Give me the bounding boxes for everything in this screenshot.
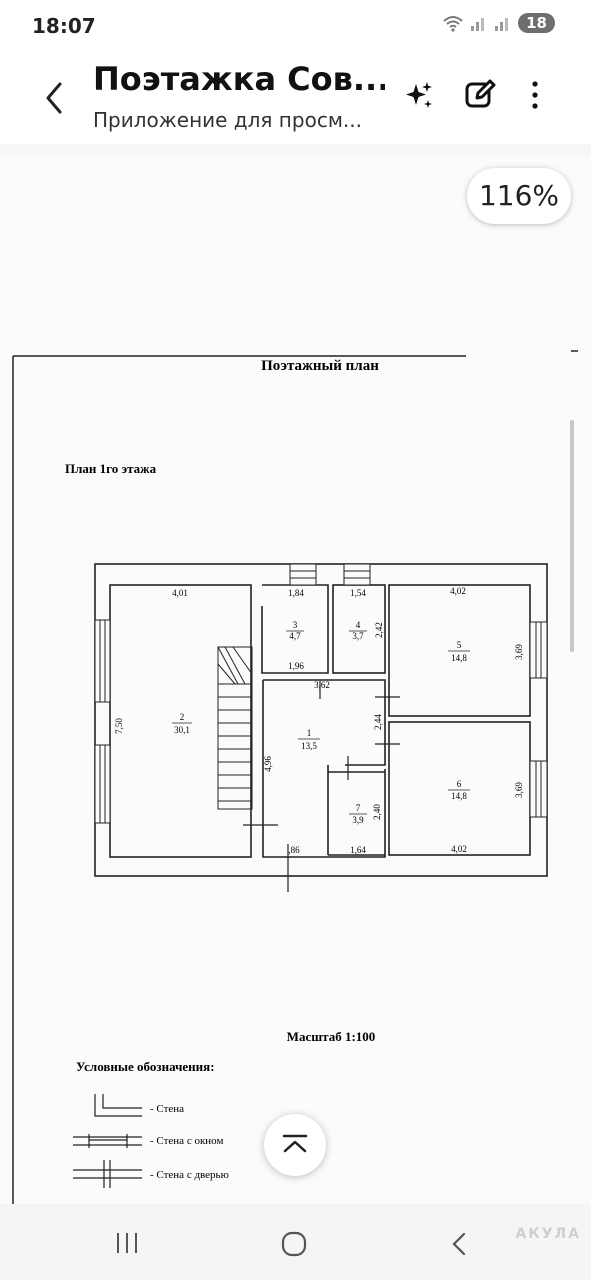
- scrollbar[interactable]: [570, 420, 574, 652]
- dimension-label: 4,96: [263, 756, 273, 772]
- room-area: 3,7: [352, 631, 364, 641]
- dimension-label: 4,01: [172, 588, 188, 598]
- document-page: Поэтажный план План 1го этажа: [0, 156, 591, 1204]
- legend-wall-window: - Стена с окном: [150, 1135, 223, 1147]
- dimension-label: 2,42: [374, 622, 384, 638]
- signal-icon-2: [495, 18, 509, 31]
- room-area: 13,5: [301, 741, 317, 751]
- back-arrow-icon[interactable]: [40, 78, 70, 118]
- room-number: 2: [180, 712, 185, 722]
- dimension-label: 1,96: [288, 661, 304, 671]
- dimension-label: 3,69: [514, 644, 524, 660]
- chevron-up-icon: [282, 1134, 308, 1153]
- dimension-label: 3,69: [514, 782, 524, 798]
- wifi-icon: [443, 16, 463, 32]
- room-area: 30,1: [174, 725, 190, 735]
- room-labels: 2 30,1 3 4,7 4 3,7 5 14,8 6 14,8 1 13,5 …: [172, 620, 470, 825]
- dimension-label: 7,50: [114, 718, 124, 734]
- room-area: 4,7: [289, 631, 301, 641]
- room-number: 4: [356, 620, 361, 630]
- room-number: 3: [293, 620, 298, 630]
- room-number: 7: [356, 803, 361, 813]
- dimension-label: 4,02: [450, 586, 466, 596]
- room-number: 1: [307, 728, 312, 738]
- floor-plan-drawing: Поэтажный план План 1го этажа: [12, 350, 578, 1204]
- scroll-to-top-button[interactable]: [264, 1114, 326, 1176]
- app-bar: Поэтажка Сов... Приложение для просм...: [0, 52, 591, 144]
- status-time: 18:07: [32, 14, 96, 38]
- plan-heading: Поэтажный план: [261, 358, 379, 374]
- room-area: 14,8: [451, 791, 467, 801]
- zoom-level-pill: 116%: [467, 168, 571, 224]
- signal-icon: [471, 18, 485, 31]
- dimension-label: 2,44: [373, 714, 383, 730]
- dimension-label: 3,62: [314, 680, 330, 690]
- legend-title: Условные обозначения:: [76, 1059, 215, 1074]
- document-title: Поэтажка Сов...: [93, 60, 385, 98]
- dimension-labels: 4,01 7,50 1,84 1,96 1,54 2,42 4,02 3,69 …: [114, 586, 524, 855]
- document-viewer[interactable]: Поэтажный план План 1го этажа: [0, 144, 591, 1204]
- status-icons: 18: [442, 13, 555, 33]
- legend-symbols: [73, 1094, 142, 1188]
- legend-wall: - Стена: [150, 1103, 184, 1115]
- dimension-label: 1,64: [350, 845, 366, 855]
- status-bar: 18:07 18: [0, 0, 591, 52]
- edit-icon[interactable]: [463, 78, 497, 112]
- watermark: АКУЛА: [515, 1226, 581, 1242]
- room-number: 5: [457, 640, 462, 650]
- system-nav-bar: АКУЛА: [0, 1204, 591, 1280]
- dimension-label: 4,02: [451, 844, 467, 854]
- room-area: 3,9: [352, 815, 364, 825]
- dimension-label: 1,84: [288, 588, 304, 598]
- plan-floor-label: План 1го этажа: [65, 461, 157, 476]
- dimension-label: 1,54: [350, 588, 366, 598]
- more-options-icon[interactable]: [518, 78, 552, 112]
- document-subtitle: Приложение для просм...: [93, 108, 362, 132]
- legend-wall-door: - Стена с дверью: [150, 1169, 229, 1181]
- notification-badge: 18: [518, 13, 555, 33]
- home-icon[interactable]: [280, 1230, 308, 1258]
- room-number: 6: [457, 779, 462, 789]
- room-area: 14,8: [451, 653, 467, 663]
- dimension-label: 2,40: [372, 804, 382, 820]
- recent-apps-icon[interactable]: [114, 1230, 140, 1256]
- sparkle-ai-icon[interactable]: [402, 78, 436, 112]
- scale-label: Масштаб 1:100: [287, 1029, 376, 1044]
- back-nav-icon[interactable]: [448, 1230, 470, 1258]
- dimension-label: ,86: [288, 845, 300, 855]
